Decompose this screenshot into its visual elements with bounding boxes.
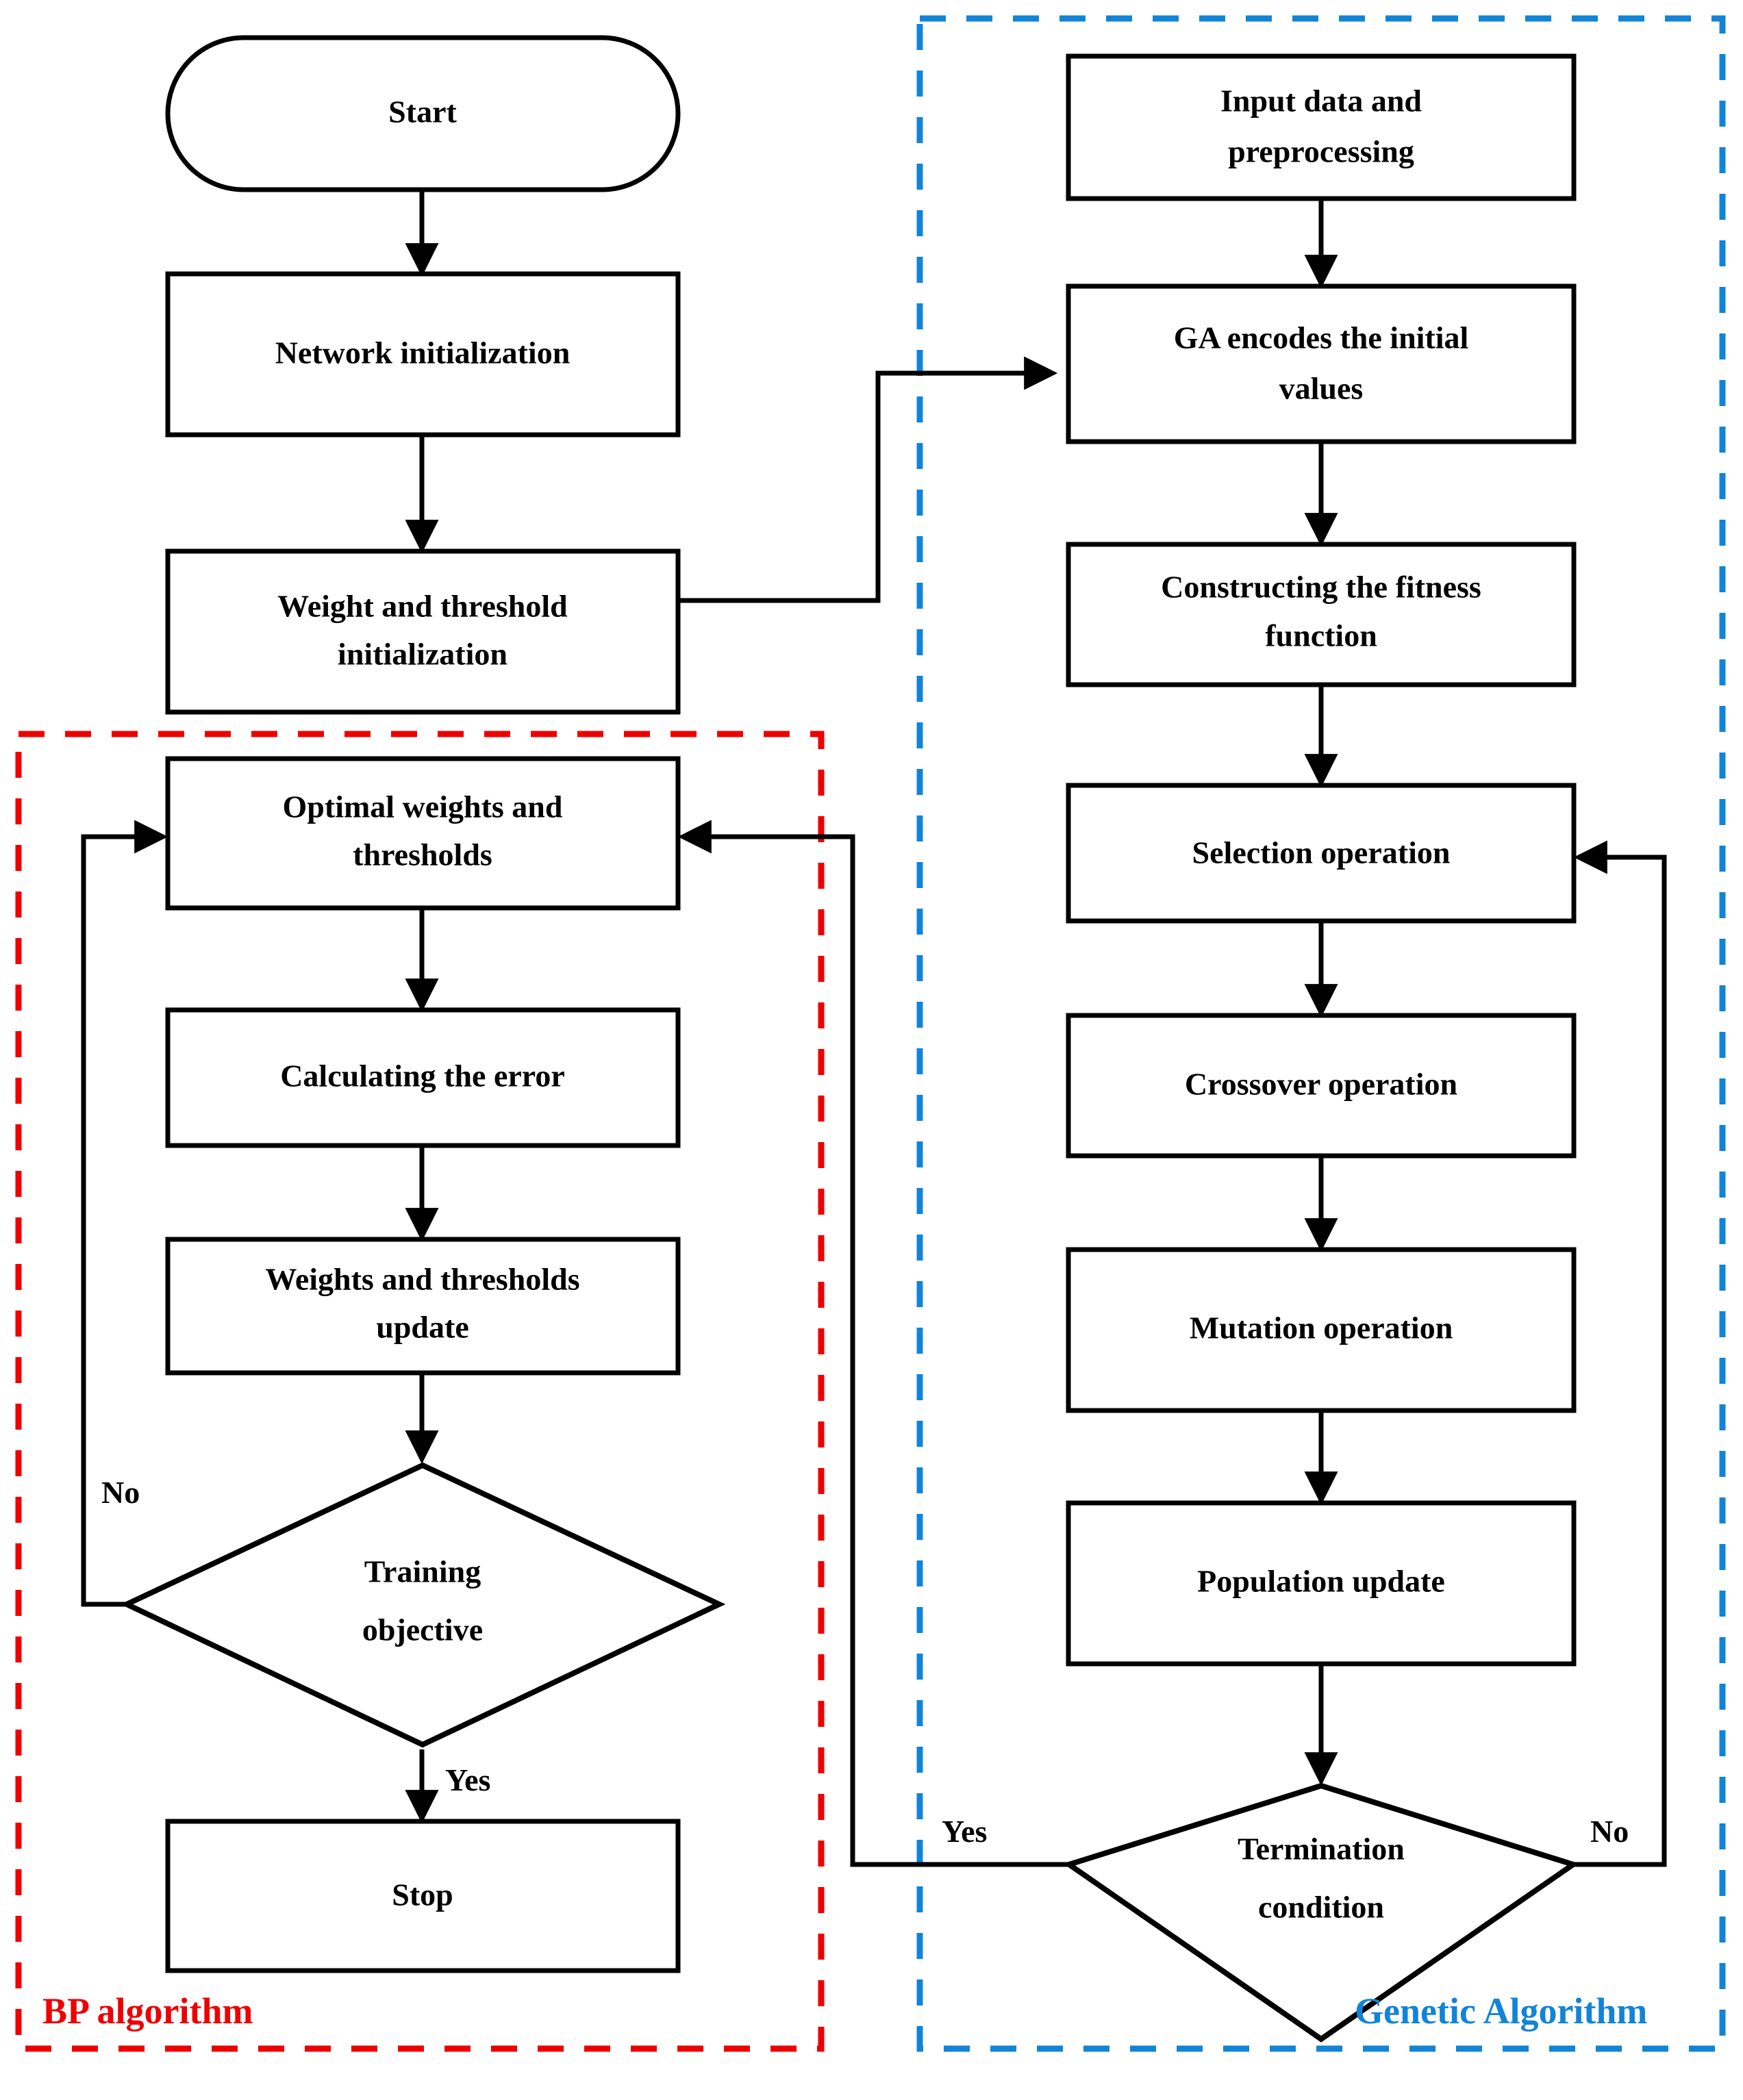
edge-label-termination-yes: Yes (942, 1814, 987, 1849)
node-stop-label: Stop (392, 1877, 453, 1912)
node-ga-encodes-initial-values[interactable] (1066, 283, 1577, 444)
node-stop[interactable] (165, 1819, 681, 1973)
node-weight-threshold-initialization-line2: initialization (338, 637, 507, 672)
group-label-genetic-algorithm: Genetic Algorithm (1355, 1990, 1647, 2032)
node-constructing-fitness-function-line1: Constructing the fitness (1161, 570, 1481, 605)
node-crossover-operation[interactable] (1066, 1013, 1577, 1159)
node-start-label: Start (388, 94, 457, 129)
node-population-update[interactable] (1066, 1500, 1577, 1667)
node-mutation-operation-label: Mutation operation (1190, 1311, 1453, 1345)
node-training-objective-line1: Training (364, 1554, 481, 1589)
node-training-objective[interactable] (120, 1462, 726, 1748)
node-input-data-preprocessing[interactable] (1066, 53, 1577, 201)
node-training-objective-line2: objective (362, 1612, 483, 1647)
node-weights-thresholds-update[interactable] (165, 1237, 681, 1376)
node-optimal-weights-thresholds-line2: thresholds (353, 837, 492, 872)
node-weight-threshold-initialization-line1: Weight and threshold (277, 589, 568, 624)
node-termination-condition[interactable] (1062, 1782, 1580, 2042)
genetic-algorithm-group-border (916, 15, 1726, 2052)
bp-algorithm-group-border (15, 731, 825, 2052)
node-weights-thresholds-update-line1: Weights and thresholds (265, 1262, 579, 1297)
node-crossover-operation-label: Crossover operation (1185, 1067, 1457, 1102)
edge-label-training-yes: Yes (445, 1762, 490, 1797)
node-ga-encodes-initial-values-line2: values (1279, 371, 1364, 406)
node-mutation-operation[interactable] (1066, 1247, 1577, 1413)
node-constructing-fitness-function[interactable] (1066, 542, 1577, 687)
edge-wtinit-to-gaencode (674, 356, 1058, 603)
group-label-bp-algorithm: BP algorithm (42, 1990, 253, 2032)
node-network-initialization[interactable] (165, 271, 681, 438)
node-termination-condition-line2: condition (1258, 1890, 1384, 1925)
node-optimal-weights-thresholds-line1: Optimal weights and (283, 789, 563, 824)
node-constructing-fitness-function-line2: function (1265, 618, 1377, 653)
node-selection-operation[interactable] (1066, 783, 1577, 924)
node-population-update-label: Population update (1197, 1564, 1445, 1599)
node-ga-encodes-initial-values-line1: GA encodes the initial (1174, 320, 1469, 355)
node-optimal-weights-thresholds[interactable] (165, 756, 681, 911)
node-weights-thresholds-update-line2: update (376, 1310, 468, 1345)
node-termination-condition-line1: Termination (1238, 1832, 1405, 1867)
node-start[interactable] (165, 35, 681, 192)
node-calculating-the-error[interactable] (165, 1007, 681, 1148)
node-network-initialization-label: Network initialization (275, 336, 570, 370)
node-input-data-preprocessing-line2: preprocessing (1228, 134, 1414, 169)
node-input-data-preprocessing-line1: Input data and (1220, 84, 1422, 118)
edge-termination-no-to-selection (1573, 840, 1667, 1867)
node-selection-operation-label: Selection operation (1192, 835, 1451, 870)
node-calculating-the-error-label: Calculating the error (280, 1059, 565, 1093)
edge-termination-yes-to-optwt (677, 820, 1069, 1867)
node-weight-threshold-initialization[interactable] (165, 548, 681, 715)
edge-label-termination-no: No (1590, 1814, 1629, 1849)
edge-label-training-no: No (101, 1475, 140, 1510)
